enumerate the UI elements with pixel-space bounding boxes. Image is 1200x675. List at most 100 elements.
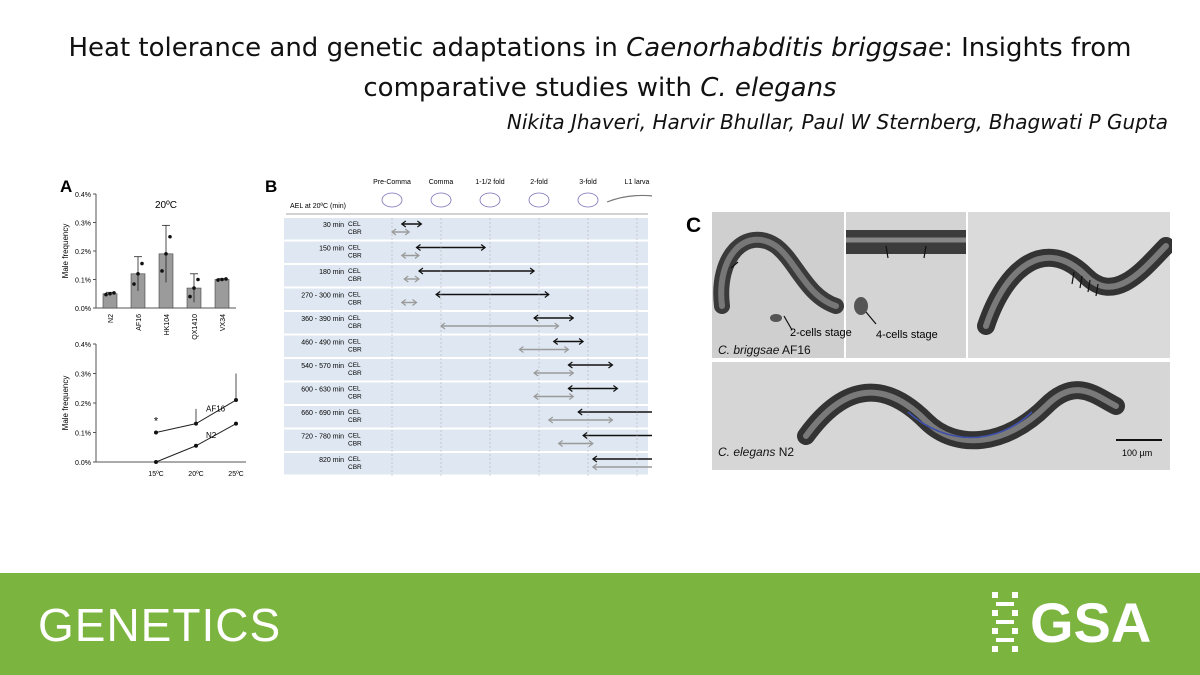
arrow-head (518, 346, 524, 353)
species-label: CBR (348, 441, 362, 448)
arrow-head (480, 244, 487, 251)
y-tick-label: 0.2% (75, 401, 91, 408)
y-axis-label: Male frequency (61, 224, 70, 279)
series-point (194, 443, 198, 448)
species-label: CBR (348, 394, 362, 401)
x-tick-label: VX34 (220, 314, 227, 331)
series-label: N2 (206, 431, 217, 440)
arrow-head (582, 432, 588, 439)
data-point (160, 269, 164, 273)
series-label: AF16 (206, 405, 226, 414)
timeline-row-bg (284, 218, 648, 240)
arrow-head (412, 299, 418, 306)
bar-chart: 0.0%0.1%0.2%0.3%0.4%Male frequency20ºCN2… (61, 192, 236, 340)
data-point (216, 278, 220, 282)
arrow-head (414, 252, 420, 259)
title-line-2: comparative studies with C. elegans (0, 68, 1200, 108)
row-time-label: 460 - 490 min (301, 340, 344, 347)
title-text: : Insights from (944, 33, 1132, 63)
series-point (154, 460, 158, 464)
gut-highlight-arc (907, 411, 1033, 439)
arrow-head (533, 314, 539, 322)
timeline-row-bg (284, 453, 648, 475)
stage-label: 3-fold (579, 179, 597, 186)
arrow-head (591, 463, 598, 471)
data-point (168, 234, 172, 239)
arrow-head (533, 393, 539, 400)
panel-a-label: A (60, 177, 72, 196)
row-time-label: 820 min (319, 457, 344, 464)
timeline-row-bg (284, 406, 648, 428)
author-list: Nikita Jhaveri, Harvir Bhullar, Paul W S… (506, 110, 1168, 134)
species-label: CBR (348, 464, 362, 471)
data-point (196, 277, 200, 282)
cbr-caption: C. briggsae AF16 (718, 343, 811, 357)
data-point (220, 277, 224, 282)
species-label: CEL (348, 268, 361, 275)
micrograph-n2 (712, 362, 1170, 470)
embryo-icon (479, 192, 501, 208)
data-point (188, 294, 192, 299)
species-label: CEL (348, 339, 361, 346)
arrow-head (403, 275, 409, 283)
x-tick-label: 20ºC (188, 471, 203, 478)
stage-label: L1 larva (625, 179, 650, 186)
arrow-head (568, 314, 575, 322)
series-point (234, 421, 238, 426)
worm-gut (718, 236, 839, 309)
row-time-label: 150 min (319, 246, 344, 253)
species-label: CEL (348, 221, 361, 228)
stage-label: Pre-Comma (373, 179, 411, 186)
arrow-head (414, 275, 420, 283)
embryo-icon (528, 192, 550, 208)
arrow-head (557, 440, 563, 447)
arrow-head (533, 369, 539, 377)
species-label: CEL (348, 409, 361, 416)
x-tick-label: QX1410 (192, 314, 199, 340)
scale-label: 100 µm (1122, 448, 1152, 458)
arrow-head (544, 291, 550, 298)
data-point (164, 252, 168, 256)
timeline-row-bg (284, 382, 648, 404)
species-label: CEL (348, 315, 361, 322)
panel-c-micrographs: C 2-cells stage 4-cells stage C. briggsa… (686, 212, 1172, 470)
species-label: CBR (348, 253, 362, 260)
embryo-icon (381, 192, 403, 208)
stage-label: Comma (429, 179, 454, 186)
title-species: C. elegans (700, 73, 837, 103)
species-label: CBR (348, 229, 362, 236)
panel-a-figure: A 0.0%0.1%0.2%0.3%0.4%Male frequency20ºC… (60, 177, 246, 478)
journal-name: GENETICS (38, 599, 282, 651)
row-time-label: 720 - 780 min (301, 434, 344, 441)
arrow-head (529, 267, 536, 275)
species-label: CEL (348, 456, 361, 463)
x-tick-label: N2 (108, 314, 115, 323)
worm-gut (983, 243, 1169, 329)
arrow-head (400, 220, 407, 228)
arrow-head (564, 346, 570, 353)
arrow-head (417, 267, 424, 275)
micrograph-af16-a (712, 212, 844, 358)
embryo-icon (577, 192, 599, 208)
row-time-label: 600 - 630 min (301, 387, 344, 394)
species-label: CBR (348, 370, 362, 377)
data-point (224, 277, 228, 281)
arrow-head (608, 416, 614, 424)
arrow-head (567, 385, 573, 392)
y-tick-label: 0.2% (75, 249, 91, 256)
embryo-icon (854, 297, 868, 315)
x-tick-label: AF16 (136, 314, 143, 331)
species-label: CEL (348, 362, 361, 369)
cel-caption: C. elegans N2 (718, 445, 794, 459)
stage-label: 1-1/2 fold (475, 179, 504, 186)
worm-gut (803, 387, 1119, 444)
stage-label: 2-fold (530, 179, 548, 186)
data-point (112, 291, 116, 295)
arrow-head (552, 338, 559, 345)
significance-mark: * (154, 416, 159, 428)
dna-helix-icon (992, 592, 1018, 652)
species-label: CBR (348, 300, 362, 307)
timeline-row-bg (284, 429, 648, 451)
